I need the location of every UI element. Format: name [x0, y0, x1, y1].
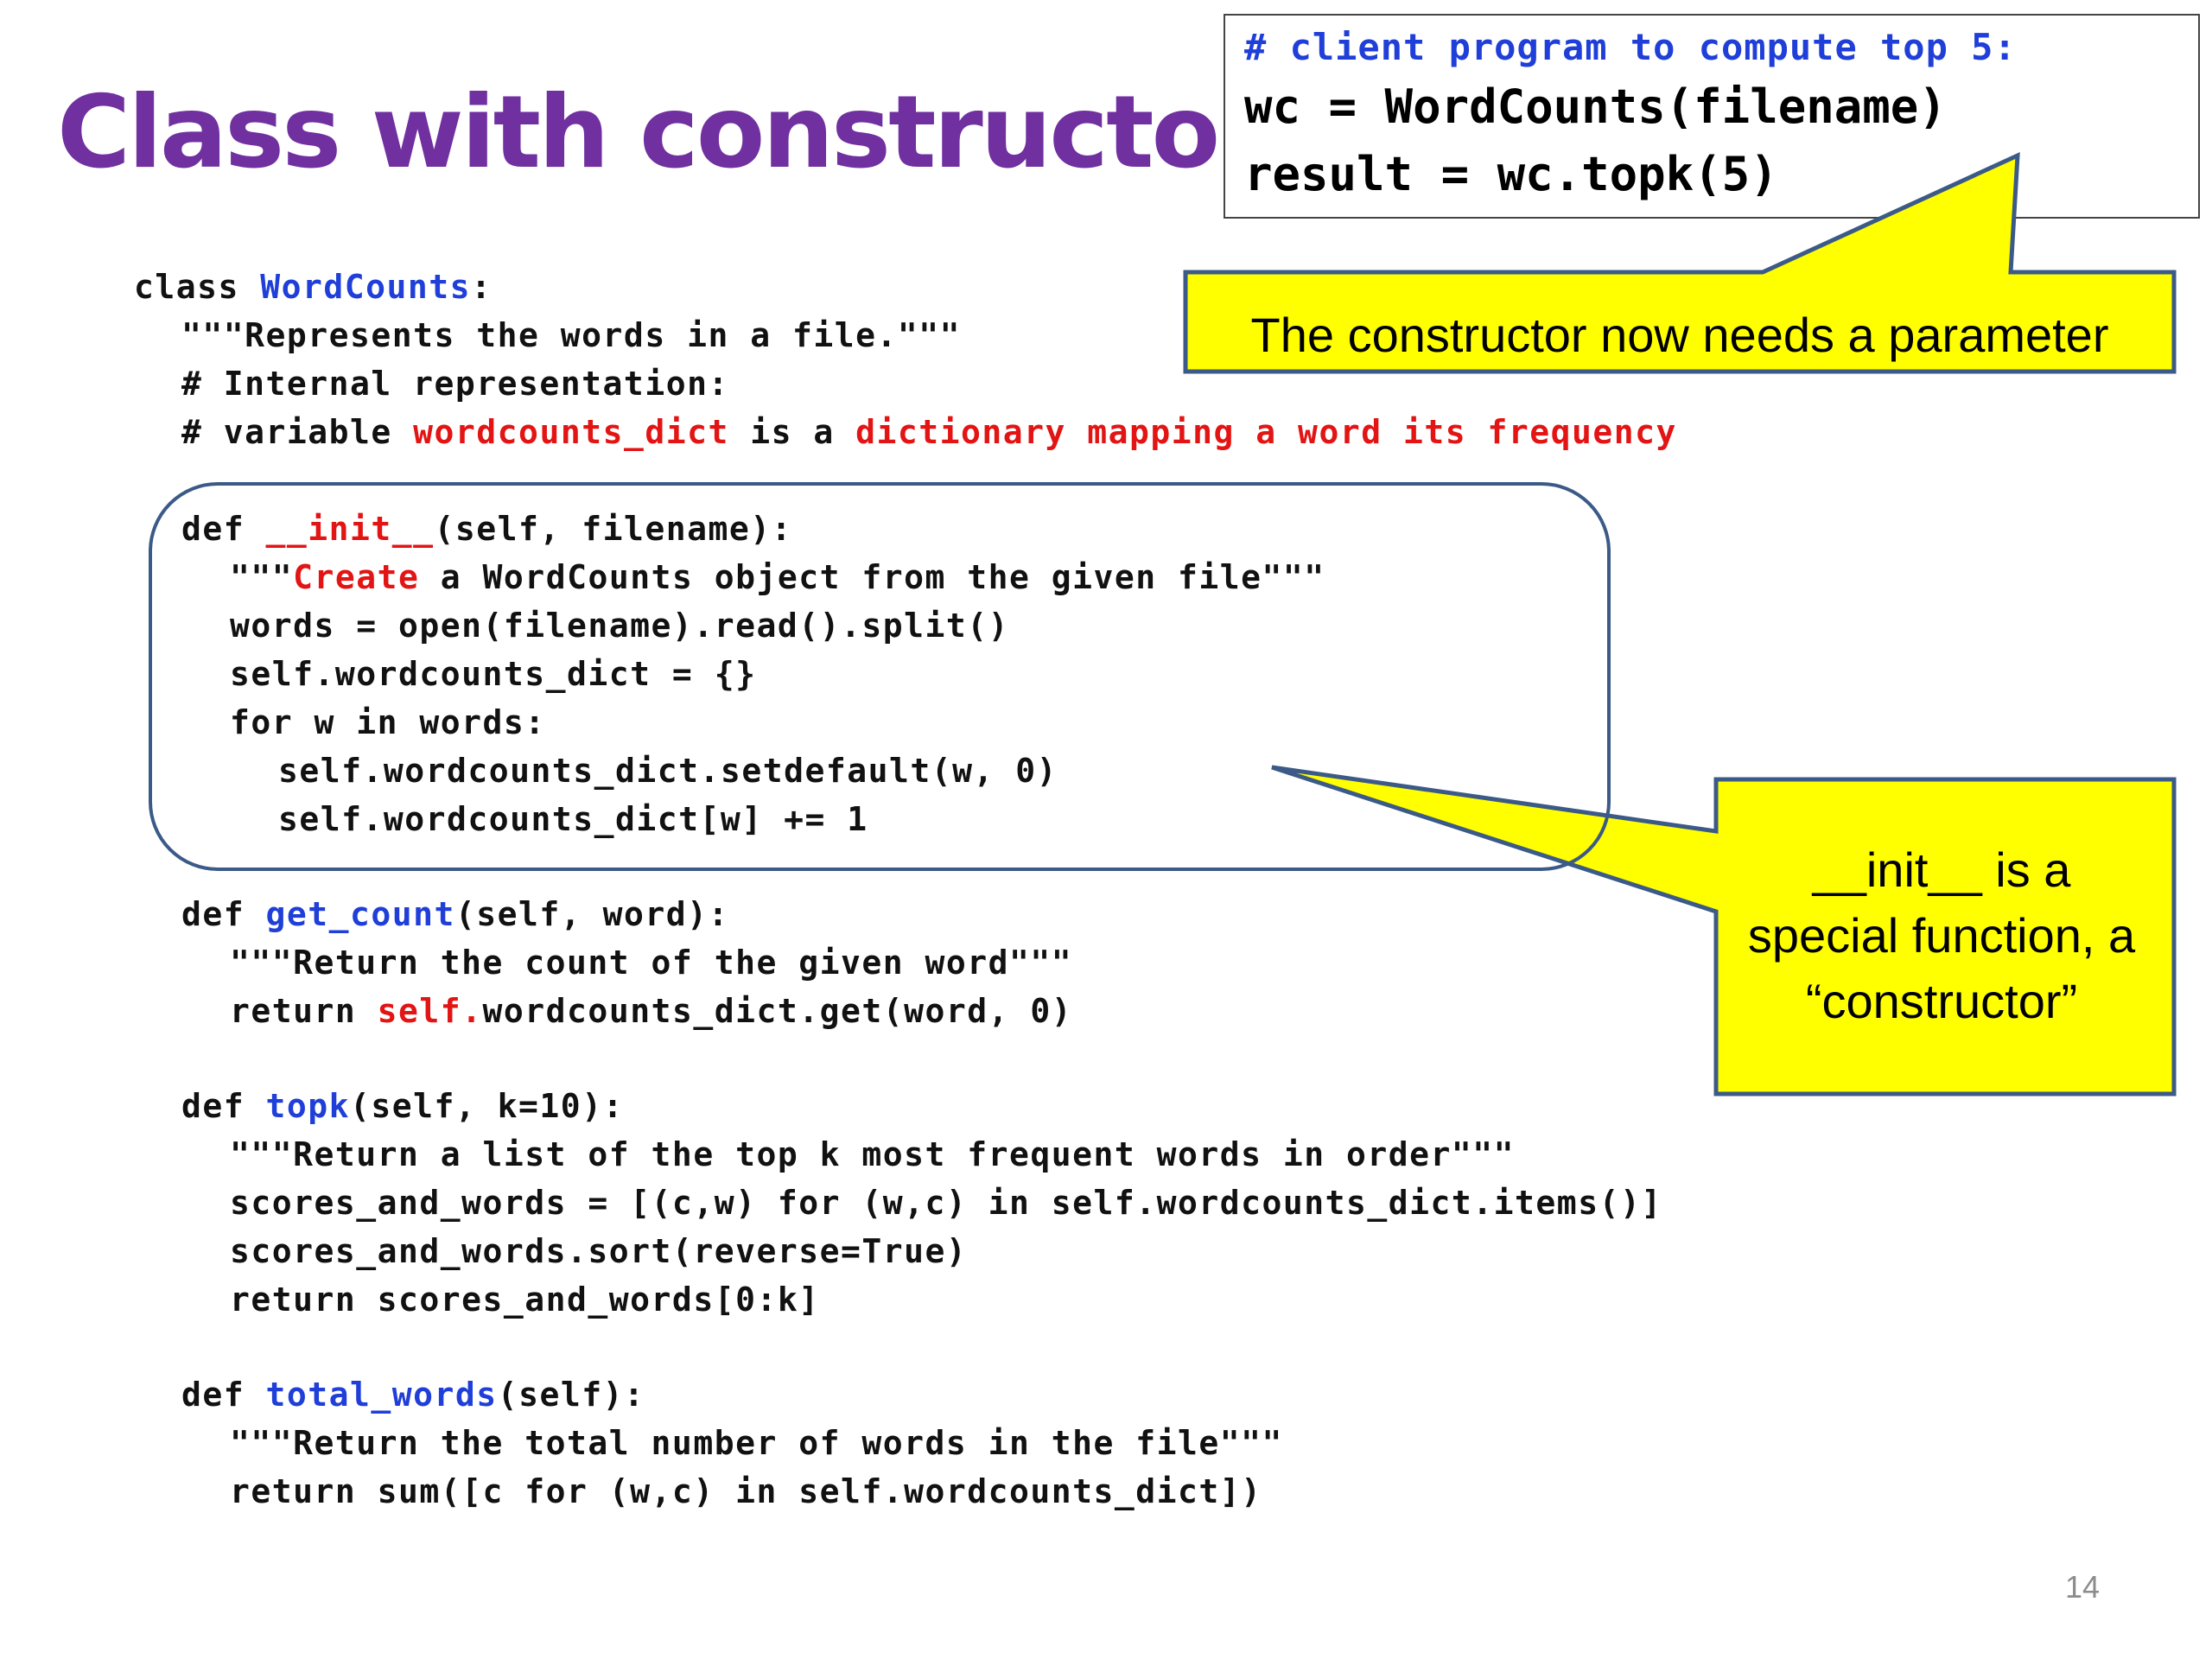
client-comment-line: # client program to compute top 5: — [1244, 26, 2017, 68]
code-init-line-5: for w in words: — [230, 703, 546, 741]
code-get-count-docstring: """Return the count of the given word""" — [230, 944, 1073, 982]
code-topk-line-2: scores_and_words = [(c,w) for (w,c) in s… — [230, 1184, 1662, 1222]
code-topk-line-4: return scores_and_words[0:k] — [230, 1281, 820, 1319]
code-init-line-4: self.wordcounts_dict = {} — [230, 655, 757, 693]
code-class-line: class WordCounts: — [134, 268, 493, 306]
code-total-words-return: return sum([c for (w,c) in self.wordcoun… — [230, 1472, 1262, 1510]
code-total-words-docstring: """Return the total number of words in t… — [230, 1424, 1283, 1462]
callout-top-shape — [1183, 151, 2177, 374]
code-comment-1: # Internal representation: — [181, 365, 729, 403]
code-comment-2: # variable wordcounts_dict is a dictiona… — [181, 413, 1677, 451]
client-program-box — [1224, 14, 2200, 219]
slide-title: Class with constructor — [57, 74, 1267, 191]
init-name: __init__ — [265, 510, 435, 548]
client-code-line-2: result = wc.topk(5) — [1244, 147, 1778, 201]
code-init-line-3: words = open(filename).read().split() — [230, 607, 1009, 645]
client-code-line-1: wc = WordCounts(filename) — [1244, 79, 1947, 134]
code-class-docstring: """Represents the words in a file.""" — [181, 316, 961, 354]
class-name: WordCounts — [260, 268, 472, 306]
code-get-count-return: return self.wordcounts_dict.get(word, 0) — [230, 992, 1073, 1030]
code-total-words-def: def total_words(self): — [181, 1376, 645, 1414]
page-number: 14 — [2064, 1569, 2101, 1605]
callout-top-text: The constructor now needs a parameter — [1250, 307, 2109, 362]
callout-right-line-3: “constructor” — [1805, 974, 2078, 1028]
code-topk-docstring: """Return a list of the top k most frequ… — [230, 1135, 1516, 1173]
code-init-def: def __init__(self, filename): — [181, 510, 792, 548]
code-init-docstring: """Create a WordCounts object from the g… — [230, 558, 1325, 596]
callout-right-line-1: __init__ is a — [1812, 842, 2071, 897]
code-get-count-def: def get_count(self, word): — [181, 895, 729, 933]
init-method-box — [149, 482, 1611, 871]
callout-right-text: __init__ is a special function, a “const… — [1716, 780, 2167, 1091]
code-init-line-7: self.wordcounts_dict[w] += 1 — [278, 800, 868, 838]
callout-right-line-2: special function, a — [1747, 908, 2136, 963]
code-topk-def: def topk(self, k=10): — [181, 1087, 624, 1125]
callout-right-shape — [1271, 765, 2177, 1096]
code-init-line-6: self.wordcounts_dict.setdefault(w, 0) — [278, 752, 1058, 790]
code-topk-line-3: scores_and_words.sort(reverse=True) — [230, 1232, 968, 1270]
